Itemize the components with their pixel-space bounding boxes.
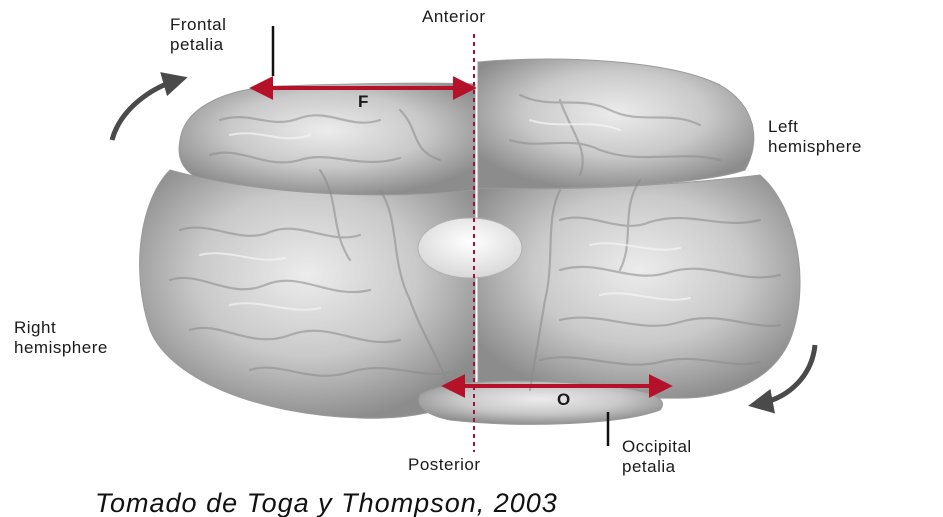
brainstem: [418, 218, 522, 278]
rotation-arrow-top-left: [112, 80, 178, 140]
posterior-label: Posterior: [408, 455, 481, 474]
brain-image: [140, 59, 800, 424]
left-hemisphere-label-line1: Left: [768, 117, 798, 136]
occipital-petalia-label-line1: Occipital: [622, 437, 692, 456]
right-hemisphere-label-line1: Right: [14, 318, 56, 337]
source-caption: Tomado de Toga y Thompson, 2003: [95, 488, 558, 517]
left-hemisphere-label-line2: hemisphere: [768, 137, 862, 156]
left-posterior-lobes: [478, 175, 800, 400]
frontal-petalia-label-line2: petalia: [170, 35, 224, 54]
anterior-label: Anterior: [422, 7, 486, 26]
occipital-measure-label: O: [557, 390, 570, 409]
occipital-petalia-label-line2: petalia: [622, 457, 676, 476]
right-posterior-lobes: [140, 170, 475, 418]
right-frontal-lobe: [179, 83, 475, 195]
frontal-petalia-label-line1: Frontal: [170, 15, 226, 34]
left-frontal-lobe: [478, 59, 754, 188]
right-hemisphere-label-line2: hemisphere: [14, 338, 108, 357]
frontal-measure-label: F: [358, 92, 368, 111]
